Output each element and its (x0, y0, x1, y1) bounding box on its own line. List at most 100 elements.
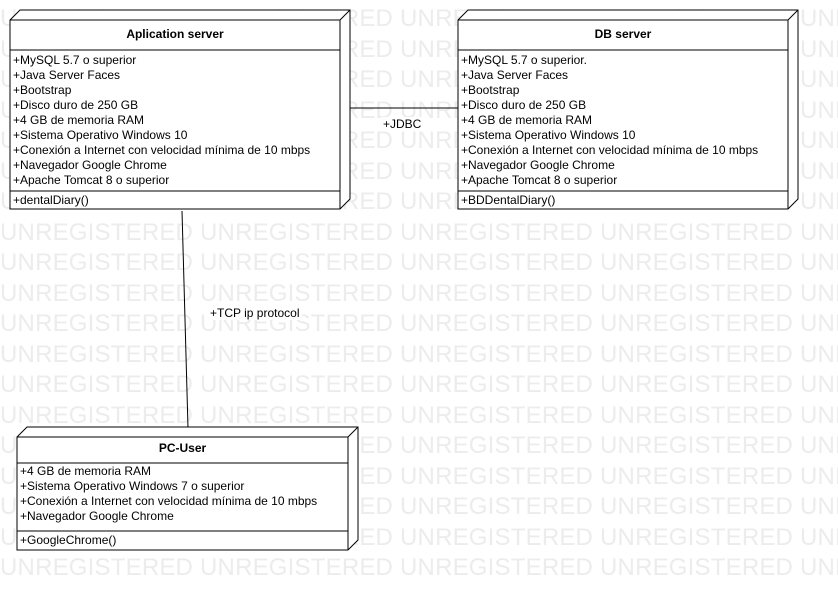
attribute-item: +4 GB de memoria RAM (20, 464, 152, 478)
attribute-item: +Bootstrap (461, 83, 520, 97)
watermark-text: UNREGISTERED (600, 371, 794, 398)
watermark-text: UNREGISTERED (800, 97, 838, 124)
watermark-text: UNREGISTERED (400, 463, 594, 490)
watermark-text: UNREGISTERED (400, 493, 594, 520)
attribute-item: +Navegador Google Chrome (13, 158, 167, 172)
watermark-text: UNREGISTERED (600, 554, 794, 581)
watermark-text: UNREGISTERED (600, 310, 794, 337)
attribute-item: +4 GB de memoria RAM (13, 113, 145, 127)
watermark-text: UNREGISTERED (200, 554, 394, 581)
operation-list: +GoogleChrome() (20, 533, 346, 548)
jdbc-label: +JDBC (381, 117, 424, 131)
watermark-text: UNREGISTERED (400, 554, 594, 581)
watermark-text: UNREGISTERED (800, 280, 838, 307)
db-server-node[interactable]: DB server +MySQL 5.7 o superior.+Java Se… (457, 9, 799, 210)
attribute-item: +Sistema Operativo Windows 7 o superior (20, 479, 245, 493)
watermark-text: UNREGISTERED (600, 493, 794, 520)
attribute-item: +Bootstrap (13, 83, 72, 97)
watermark-text: UNREGISTERED (800, 127, 838, 154)
watermark-text: UNREGISTERED (400, 310, 594, 337)
attribute-item: +MySQL 5.7 o superior. (461, 53, 587, 67)
watermark-text: UNREGISTERED (200, 219, 394, 246)
watermark-text: UNREGISTERED (800, 5, 838, 32)
watermark-text: UNREGISTERED (600, 463, 794, 490)
watermark-text: UNREGISTERED (400, 402, 594, 429)
attribute-item: +Navegador Google Chrome (461, 158, 615, 172)
attribute-item: +Disco duro de 250 GB (13, 98, 139, 112)
watermark-text: UNREGISTERED (400, 524, 594, 551)
watermark-text: UNREGISTERED (600, 402, 794, 429)
operation-item: +BDDentalDiary() (461, 193, 556, 207)
attribute-item: +Conexión a Internet con velocidad mínim… (20, 494, 318, 508)
watermark-text: UNREGISTERED (800, 402, 838, 429)
attribute-item: +Navegador Google Chrome (20, 509, 174, 523)
attribute-list: +MySQL 5.7 o superior.+Java Server Faces… (461, 53, 786, 188)
watermark-text: UNREGISTERED (800, 554, 838, 581)
attribute-item: +4 GB de memoria RAM (461, 113, 593, 127)
watermark-text: UNREGISTERED (0, 371, 194, 398)
operation-list: +BDDentalDiary() (461, 193, 786, 208)
watermark-text: UNREGISTERED (0, 219, 194, 246)
watermark-text: UNREGISTERED (400, 371, 594, 398)
watermark-text: UNREGISTERED (800, 493, 838, 520)
watermark-text: UNREGISTERED (800, 188, 838, 215)
watermark-text: UNREGISTERED (200, 280, 394, 307)
watermark-text: UNREGISTERED (800, 66, 838, 93)
attribute-item: +Conexión a Internet con velocidad mínim… (461, 143, 759, 157)
watermark-text: UNREGISTERED (800, 341, 838, 368)
watermark-text: UNREGISTERED (400, 249, 594, 276)
watermark-text: UNREGISTERED (600, 432, 794, 459)
watermark-text: UNREGISTERED (200, 249, 394, 276)
watermark-text: UNREGISTERED (400, 432, 594, 459)
watermark-text: UNREGISTERED (400, 219, 594, 246)
application-server-node[interactable]: Aplication server +MySQL 5.7 o superior+… (9, 9, 351, 210)
tcp-label: +TCP ip protocol (208, 306, 302, 320)
watermark-text: UNREGISTERED (800, 524, 838, 551)
watermark-text: UNREGISTERED (600, 249, 794, 276)
node-title: Aplication server (126, 27, 224, 41)
watermark-text: UNREGISTERED (400, 280, 594, 307)
watermark-text: UNREGISTERED (400, 341, 594, 368)
watermark-text: UNREGISTERED (800, 310, 838, 337)
pc-user-node[interactable]: PC-User +4 GB de memoria RAM+Sistema Ope… (16, 426, 359, 551)
operation-item: +dentalDiary() (13, 193, 89, 207)
attribute-list: +MySQL 5.7 o superior+Java Server Faces+… (13, 53, 338, 188)
attribute-item: +MySQL 5.7 o superior (13, 53, 137, 67)
watermark-text: UNREGISTERED (600, 524, 794, 551)
watermark-text: UNREGISTERED (800, 219, 838, 246)
watermark-text: UNREGISTERED (0, 249, 194, 276)
attribute-item: +Apache Tomcat 8 o superior (13, 173, 170, 187)
watermark-text: UNREGISTERED (600, 280, 794, 307)
node-title: PC-User (158, 441, 207, 455)
watermark-text: UNREGISTERED (0, 341, 194, 368)
watermark-text: UNREGISTERED (0, 402, 194, 429)
attribute-item: +Sistema Operativo Windows 10 (13, 128, 188, 142)
watermark-text: UNREGISTERED (600, 341, 794, 368)
watermark-text: UNREGISTERED (200, 341, 394, 368)
node-title: DB server (594, 27, 652, 41)
attribute-item: +Java Server Faces (13, 68, 121, 82)
watermark-text: UNREGISTERED (200, 371, 394, 398)
watermark-text: UNREGISTERED (0, 554, 194, 581)
watermark-text: UNREGISTERED (800, 249, 838, 276)
attribute-list: +4 GB de memoria RAM+Sistema Operativo W… (20, 464, 346, 524)
watermark-text: UNREGISTERED (800, 158, 838, 185)
attribute-item: +Java Server Faces (461, 68, 569, 82)
attribute-item: +Disco duro de 250 GB (461, 98, 587, 112)
watermark-text: UNREGISTERED (200, 402, 394, 429)
watermark-text: UNREGISTERED (0, 280, 194, 307)
tcp-connector[interactable] (181, 210, 189, 429)
watermark-text: UNREGISTERED (800, 463, 838, 490)
watermark-text: UNREGISTERED (600, 219, 794, 246)
attribute-item: +Conexión a Internet con velocidad mínim… (13, 143, 311, 157)
attribute-item: +Sistema Operativo Windows 10 (461, 128, 636, 142)
attribute-item: +Apache Tomcat 8 o superior (461, 173, 618, 187)
operation-item: +GoogleChrome() (20, 533, 117, 547)
